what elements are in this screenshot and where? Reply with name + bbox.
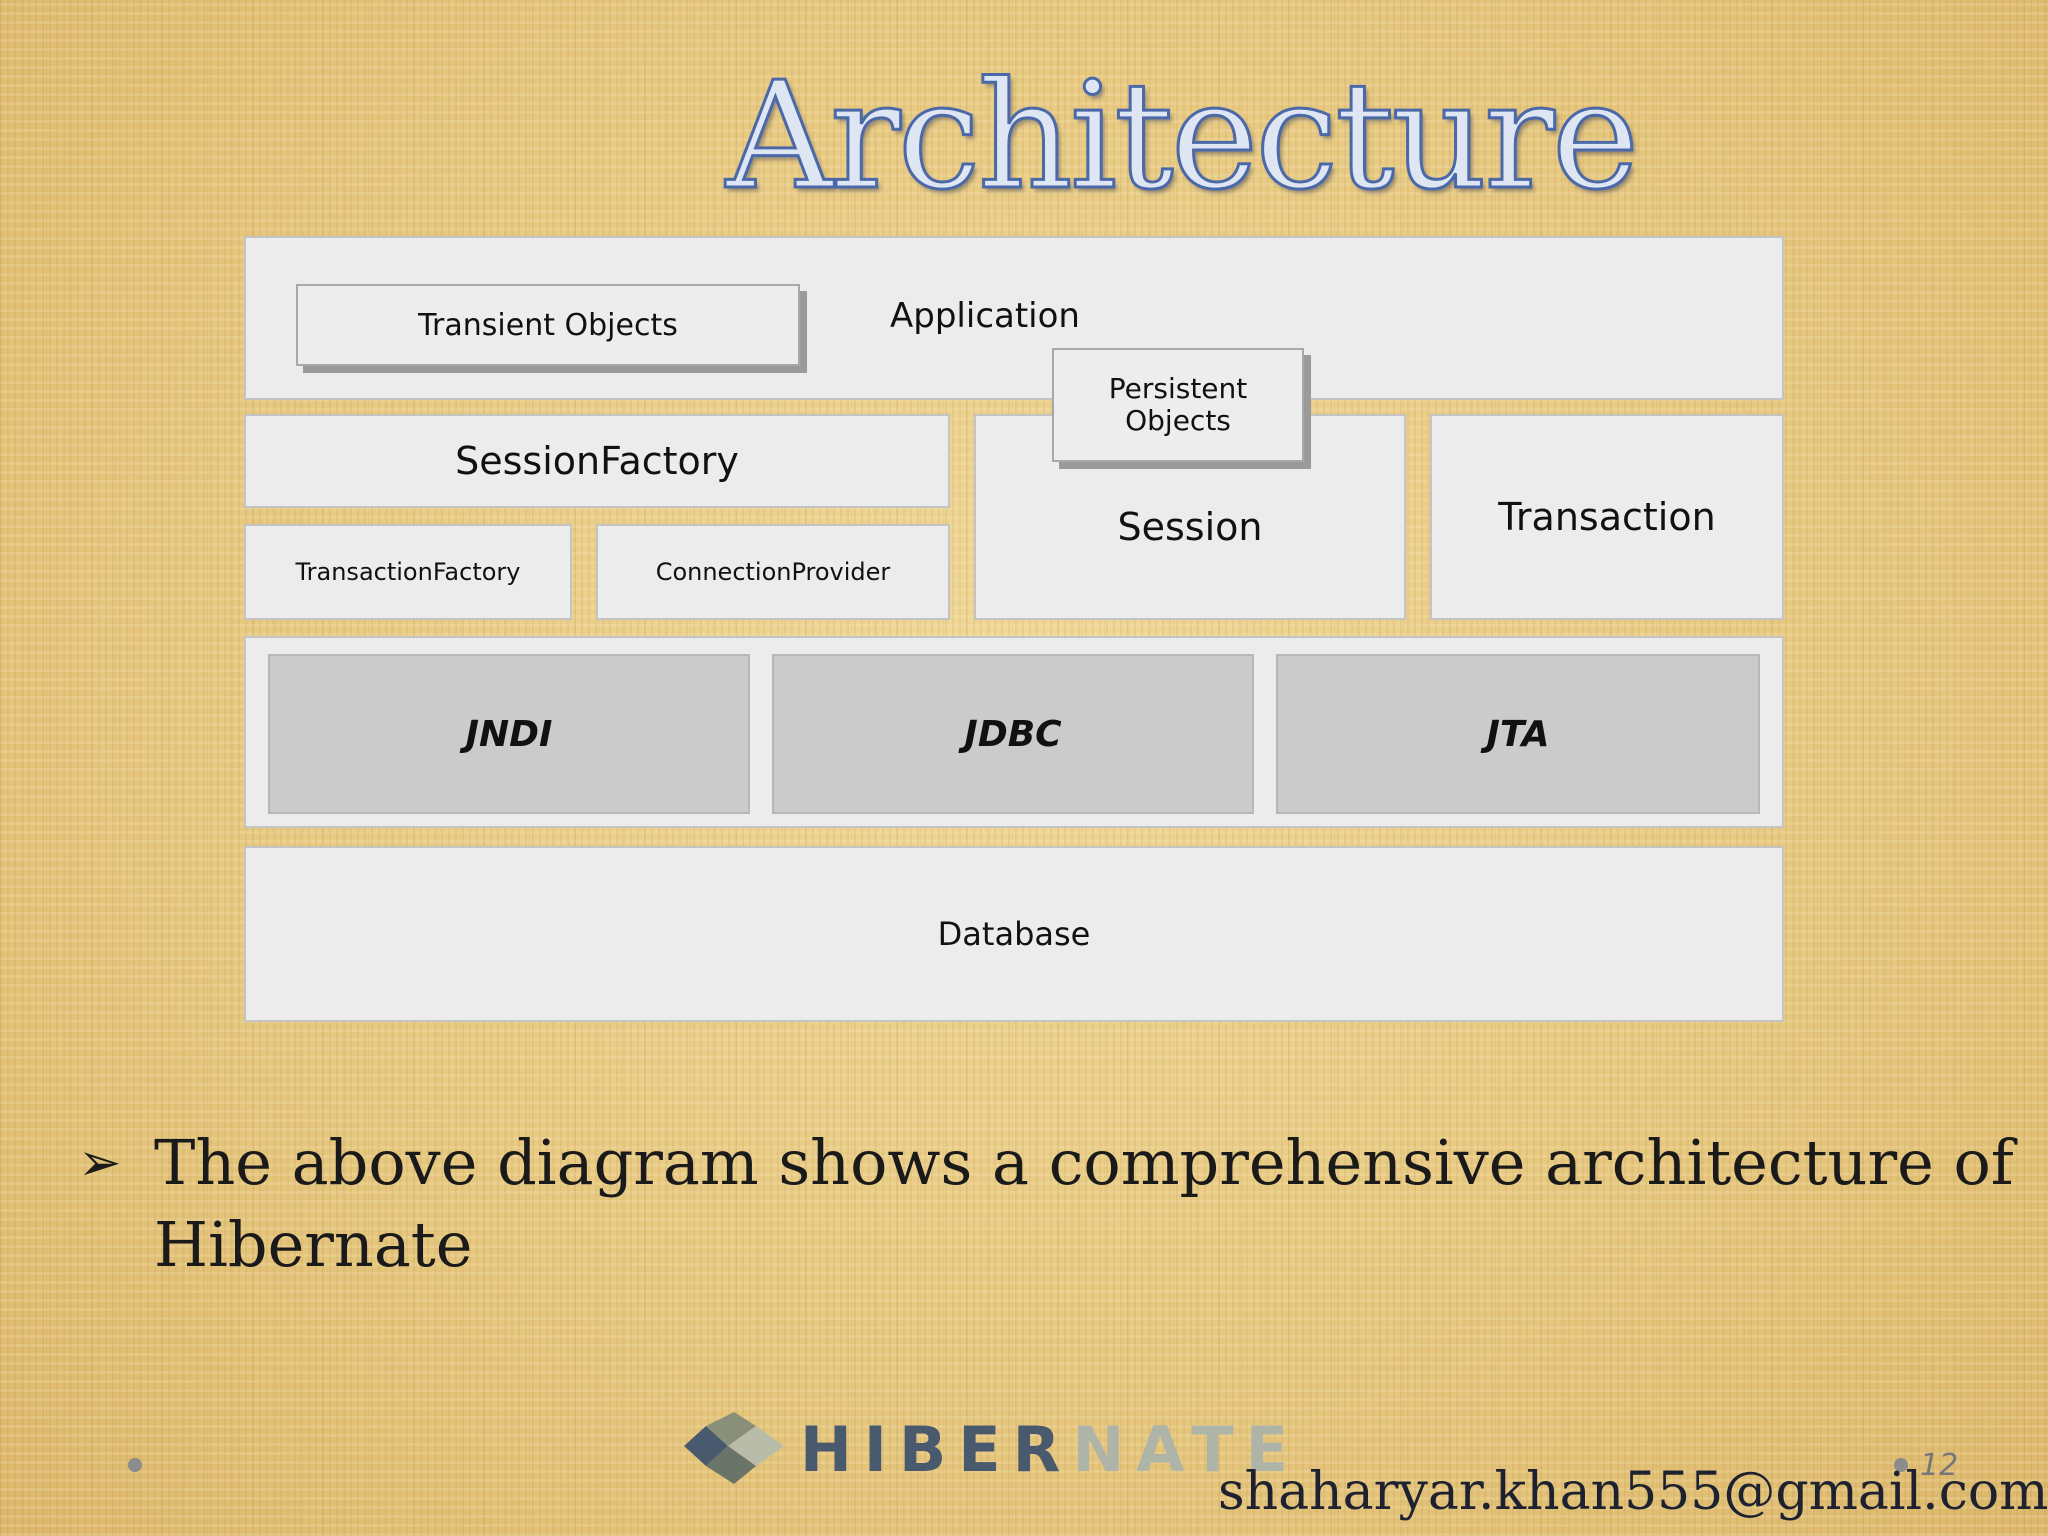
transaction-factory-box: TransactionFactory xyxy=(244,524,572,620)
database-label: Database xyxy=(937,915,1091,953)
arrow-bullet-icon: ➢ xyxy=(78,1133,122,1193)
logo-word-light: NATE xyxy=(1072,1413,1301,1486)
bullet-text: The above diagram shows a comprehensive … xyxy=(154,1126,2014,1281)
persistent-objects-label-line1: Persistent xyxy=(1108,372,1248,405)
transaction-box: Transaction xyxy=(1430,414,1784,620)
hibernate-logo: HIBERNATE xyxy=(676,1412,1356,1488)
jta-label: JTA xyxy=(1486,713,1550,755)
database-box: Database xyxy=(244,846,1784,1022)
connection-provider-box: ConnectionProvider xyxy=(596,524,950,620)
application-label: Application xyxy=(890,296,1080,336)
transaction-factory-label: TransactionFactory xyxy=(295,558,521,586)
persistent-objects-label-line2: Objects xyxy=(1125,404,1231,437)
slide-title: Architecture xyxy=(725,50,1641,222)
page-number: 12 xyxy=(1920,1448,1959,1483)
jta-box: JTA xyxy=(1276,654,1760,814)
author-email: shaharyar.khan555@gmail.com xyxy=(1218,1462,2048,1522)
footer-dot-left xyxy=(128,1458,142,1472)
jndi-box: JNDI xyxy=(268,654,750,814)
hibernate-diamond-icon xyxy=(684,1412,784,1484)
jndi-label: JNDI xyxy=(465,713,553,755)
transient-objects-label: Transient Objects xyxy=(418,307,678,343)
session-factory-box: SessionFactory xyxy=(244,414,950,508)
connection-provider-label: ConnectionProvider xyxy=(655,558,891,586)
logo-word-dark: HIBER xyxy=(800,1413,1073,1486)
architecture-diagram: Application Transient Objects SessionFac… xyxy=(244,236,1784,1022)
transaction-label: Transaction xyxy=(1498,495,1716,539)
jdbc-label: JDBC xyxy=(964,713,1062,755)
session-label: Session xyxy=(1117,505,1263,549)
transient-objects-box: Transient Objects xyxy=(296,284,800,366)
session-factory-label: SessionFactory xyxy=(455,439,739,483)
jdbc-box: JDBC xyxy=(772,654,1254,814)
persistent-objects-box: Persistent Objects xyxy=(1052,348,1304,462)
footer-dot-right xyxy=(1894,1458,1908,1472)
